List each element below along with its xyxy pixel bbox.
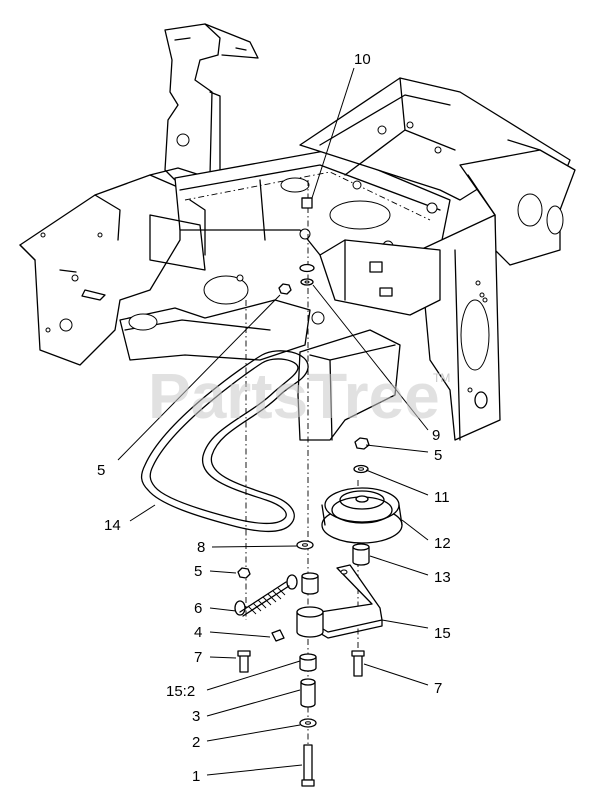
fitting-4 <box>271 629 285 642</box>
drive-belt <box>140 350 309 533</box>
sleeve <box>300 678 316 708</box>
bolt-idler <box>351 650 365 677</box>
nut-idler <box>354 437 370 450</box>
washer-idler <box>353 464 369 474</box>
callout-11: 11 <box>434 489 450 506</box>
callout-15: 15 <box>434 625 451 642</box>
idler-arm <box>317 564 383 639</box>
nut-spring <box>237 567 251 579</box>
callout-14: 14 <box>104 517 121 534</box>
callout-5-lower: 5 <box>194 563 202 580</box>
pivot-hub <box>296 606 324 638</box>
bushing <box>299 653 317 672</box>
callout-labels: 10 5 9 5 11 14 12 8 5 13 6 15 4 7 7 15:2… <box>97 51 451 785</box>
callout-3: 3 <box>192 708 200 725</box>
leader-lines <box>117 67 429 776</box>
callout-15-2: 15:2 <box>166 683 195 700</box>
idler-spacer <box>352 543 370 566</box>
washer-upper <box>299 263 315 286</box>
washer-8 <box>296 540 314 550</box>
callout-9: 9 <box>432 427 440 444</box>
bolt-spring <box>237 650 251 673</box>
callout-7-left: 7 <box>194 649 202 666</box>
callout-1: 1 <box>192 768 200 785</box>
pivot-spacer-upper <box>301 572 319 595</box>
callout-5-right: 5 <box>434 447 442 464</box>
callout-10: 10 <box>354 51 371 68</box>
nut-upper <box>278 283 292 295</box>
watermark-tm: TM <box>433 371 450 385</box>
callout-2: 2 <box>192 734 200 751</box>
callout-6: 6 <box>194 600 202 617</box>
callout-13: 13 <box>434 569 451 586</box>
bolt-pivot <box>301 744 315 787</box>
bolt-top <box>301 197 313 209</box>
tension-spring <box>234 574 298 617</box>
watermark: PartsTree TM <box>148 360 450 432</box>
idler-pulley <box>321 487 403 544</box>
callout-7-right: 7 <box>434 680 442 697</box>
callout-4: 4 <box>194 624 202 641</box>
callout-12: 12 <box>434 535 451 552</box>
frame-assembly <box>19 23 576 780</box>
watermark-text: PartsTree <box>148 360 440 432</box>
callout-5-left: 5 <box>97 462 105 479</box>
washer-2 <box>299 718 317 728</box>
callout-8: 8 <box>197 539 205 556</box>
